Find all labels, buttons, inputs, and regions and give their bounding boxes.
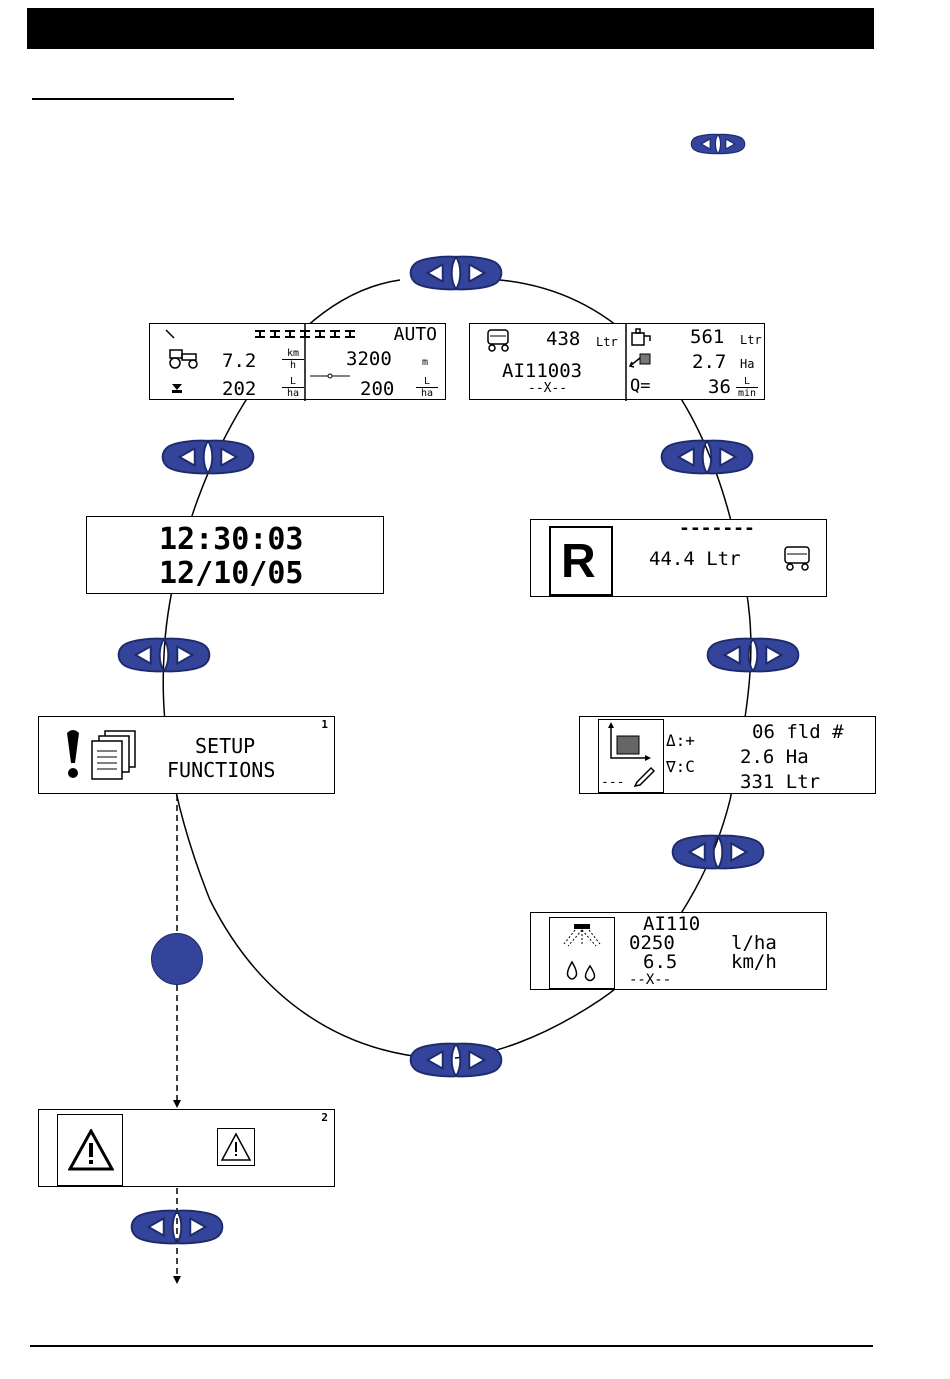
tank-area-unit: Ha (740, 358, 754, 370)
main-speed: 7.2 (222, 352, 256, 371)
enter-button[interactable] (151, 933, 203, 985)
field-number: 06 fld # (752, 723, 844, 742)
screen-warning: 2 (38, 1109, 335, 1187)
main-pressure: 3200 (346, 350, 392, 369)
tractor-icon (166, 346, 202, 370)
setup-page: 1 (321, 719, 328, 730)
setup-line1: SETUP (195, 736, 255, 756)
screen-nozzle: AI110 0250 l/ha 6.5 km/h --X-- (530, 912, 827, 990)
area-icon (628, 350, 654, 372)
tank-flow: 36 (708, 378, 731, 397)
drops-icon (562, 958, 602, 984)
tank-volume2: 561 (690, 328, 724, 347)
warning-icon-small (220, 1132, 252, 1162)
warning-box (57, 1114, 123, 1186)
warning-page: 2 (321, 1112, 328, 1123)
reserve-value: 44.4 Ltr (649, 550, 741, 569)
field-area: 2.6 Ha (740, 748, 809, 767)
nozzle-icon (560, 922, 604, 950)
warning-icon (68, 1129, 114, 1171)
clock-time: 12:30:03 (159, 525, 304, 555)
field-dashes: --- (601, 776, 624, 789)
nav-keys-upper-right[interactable] (656, 438, 758, 476)
setup-line2: FUNCTIONS (167, 760, 275, 780)
footer-rule (30, 1345, 873, 1347)
tank-flow-label: Q= (630, 378, 650, 395)
field-arrow-top: Δ:+ (666, 733, 695, 749)
main-target: 200 (360, 380, 394, 399)
tank-nozzle: AI11003 (502, 362, 582, 381)
tank-volume2-unit: Ltr (740, 334, 762, 346)
nav-keys-warning[interactable] (126, 1208, 228, 1246)
nozzle-speed-unit: km/h (731, 953, 777, 972)
tank-volume: 438 (546, 330, 580, 349)
screen-clock: 12:30:03 12/10/05 (86, 516, 384, 594)
warning-small-box (217, 1128, 255, 1166)
sprayer-icon (484, 328, 514, 352)
nozzle-speed: 6.5 (643, 953, 677, 972)
nav-keys-upper-left[interactable] (157, 438, 259, 476)
nozzle-mark: --X-- (629, 973, 671, 987)
field-arrow-bottom: ∇:C (666, 759, 695, 775)
field-volume: 331 Ltr (740, 773, 820, 792)
tank-icon (630, 327, 654, 347)
nav-keys-lower-right[interactable] (667, 833, 769, 871)
tank-nozzle-mark: --X-- (528, 382, 567, 395)
tank-area: 2.7 (692, 353, 726, 372)
reserve-dashes: ------- (679, 520, 755, 538)
nav-keys-middle-left[interactable] (113, 636, 215, 674)
nav-keys-bottom[interactable] (405, 1041, 507, 1079)
main-rate: 202 (222, 380, 256, 399)
screen-reserve: R ------- 44.4 Ltr (530, 519, 827, 597)
nozzle-icon-box (549, 917, 615, 989)
main-pressure-unit: m (422, 358, 428, 368)
tank-volume-unit: Ltr (596, 336, 618, 348)
screen-setup: SETUP FUNCTIONS 1 (38, 716, 335, 794)
exclamation-icon (63, 729, 83, 781)
field-edit-box: --- (598, 719, 664, 793)
documents-icon (89, 729, 141, 781)
nav-keys-top[interactable] (405, 254, 507, 292)
clock-date: 12/10/05 (159, 559, 304, 589)
nav-keys-middle-right[interactable] (702, 636, 804, 674)
main-mode: AUTO (394, 326, 437, 344)
sprayer-icon-reserve (781, 544, 815, 572)
reserve-box: R (549, 526, 613, 596)
screen-field: --- Δ:+ ∇:C 06 fld # 2.6 Ha 331 Ltr (579, 716, 876, 794)
screen-tank: 438 Ltr AI11003 --X-- 561 Ltr 2.7 Ha Q= … (469, 323, 765, 400)
reserve-letter: R (561, 538, 596, 586)
